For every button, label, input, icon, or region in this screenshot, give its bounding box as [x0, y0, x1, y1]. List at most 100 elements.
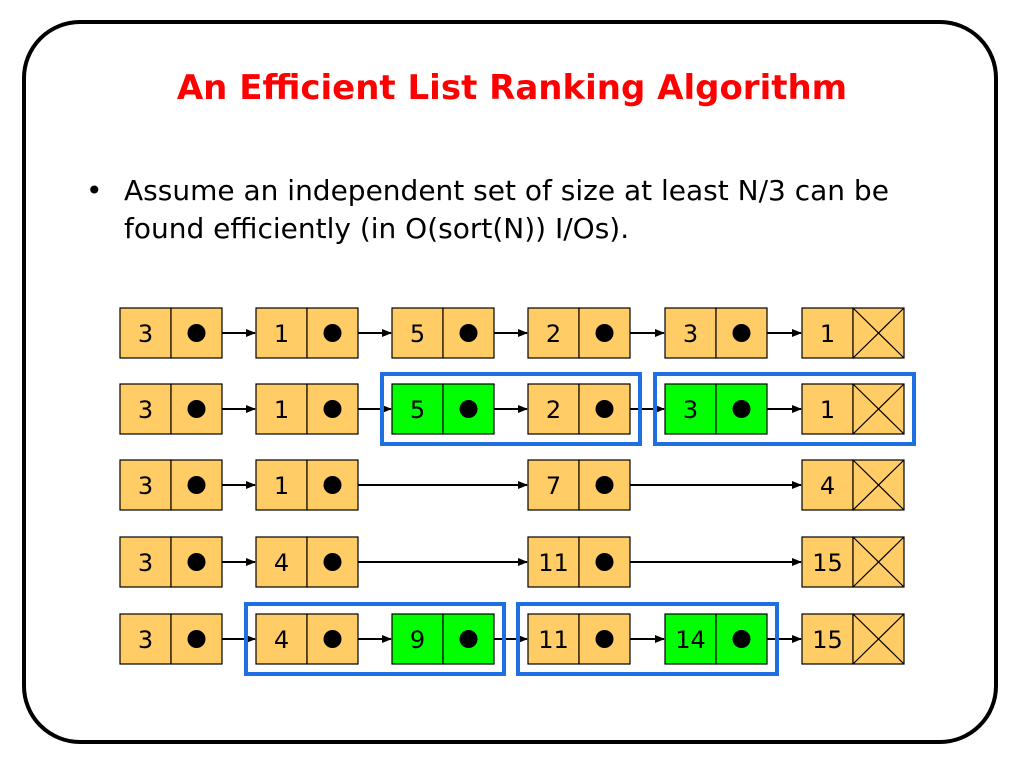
node-value-cell — [119, 536, 172, 588]
list-node: 3 — [664, 383, 768, 435]
node-value-label: 3 — [138, 626, 153, 654]
pointer-dot — [323, 476, 342, 494]
node-value-cell — [119, 307, 172, 359]
node-value-label: 1 — [274, 396, 289, 424]
list-row: 3 1 7 4 — [119, 459, 905, 511]
list-node: 9 — [391, 613, 495, 665]
pointer-dot — [187, 476, 206, 494]
list-node: 3 — [119, 383, 223, 435]
list-node: 1 — [255, 307, 359, 359]
list-node: 5 — [391, 307, 495, 359]
node-value-label: 3 — [683, 396, 698, 424]
node-value-label: 1 — [274, 472, 289, 500]
node-value-label: 7 — [546, 472, 561, 500]
null-pointer-cross — [852, 536, 905, 588]
node-value-cell — [664, 613, 717, 665]
node-value-label: 4 — [274, 626, 289, 654]
list-row: 3 1 5 2 3 1 — [119, 307, 905, 359]
node-value-cell — [801, 613, 854, 665]
list-node: 5 — [391, 383, 495, 435]
list-node: 3 — [664, 307, 768, 359]
bullet-text: Assume an independent set of size at lea… — [124, 174, 889, 245]
null-pointer-cross — [852, 459, 905, 511]
node-value-label: 3 — [683, 320, 698, 348]
node-value-cell — [119, 383, 172, 435]
independent-set-group — [516, 602, 779, 676]
node-value-cell — [801, 536, 854, 588]
node-value-label: 1 — [820, 396, 835, 424]
node-value-label: 3 — [138, 472, 153, 500]
node-value-label: 5 — [410, 396, 425, 424]
pointer-dot — [459, 400, 478, 418]
list-node: 11 — [527, 536, 631, 588]
node-value-label: 2 — [546, 320, 561, 348]
node-value-label: 15 — [812, 549, 843, 577]
pointer-dot — [595, 400, 614, 418]
node-value-label: 4 — [274, 549, 289, 577]
list-node: 4 — [255, 536, 359, 588]
pointer-dot — [323, 324, 342, 342]
pointer-dot — [323, 553, 342, 571]
pointer-dot — [595, 553, 614, 571]
list-node: 3 — [119, 307, 223, 359]
list-node: 1 — [255, 383, 359, 435]
pointer-dot — [732, 324, 751, 342]
list-node: 4 — [801, 459, 905, 511]
bullet-marker: • — [86, 174, 103, 207]
node-value-cell — [527, 459, 580, 511]
null-pointer-cross — [852, 307, 905, 359]
pointer-dot — [187, 630, 206, 648]
list-node: 3 — [119, 459, 223, 511]
pointer-dot — [595, 630, 614, 648]
node-value-cell — [255, 383, 308, 435]
pointer-dot — [459, 324, 478, 342]
list-node: 3 — [119, 613, 223, 665]
node-value-label: 4 — [820, 472, 835, 500]
pointer-dot — [732, 400, 751, 418]
node-value-label: 1 — [274, 320, 289, 348]
node-value-label: 15 — [812, 626, 843, 654]
node-value-label: 11 — [538, 626, 569, 654]
list-node: 1 — [801, 307, 905, 359]
independent-set-group — [244, 602, 506, 676]
node-value-cell — [255, 613, 308, 665]
node-value-cell — [391, 383, 444, 435]
pointer-dot — [323, 630, 342, 648]
list-node: 2 — [527, 383, 631, 435]
list-node: 2 — [527, 307, 631, 359]
list-node: 3 — [119, 536, 223, 588]
node-value-cell — [801, 307, 854, 359]
node-value-label: 3 — [138, 396, 153, 424]
pointer-dot — [459, 630, 478, 648]
list-node: 14 — [664, 613, 768, 665]
node-value-label: 3 — [138, 549, 153, 577]
node-value-label: 14 — [675, 626, 706, 654]
list-node: 4 — [255, 613, 359, 665]
list-node: 15 — [801, 613, 905, 665]
null-pointer-cross — [852, 383, 905, 435]
list-node: 1 — [801, 383, 905, 435]
independent-set-group — [653, 372, 916, 446]
node-value-cell — [664, 383, 717, 435]
pointer-dot — [595, 476, 614, 494]
list-row: 3 4 9 11 14 15 — [119, 602, 905, 676]
node-value-label: 2 — [546, 396, 561, 424]
node-value-cell — [255, 536, 308, 588]
pointer-dot — [187, 324, 206, 342]
node-value-label: 5 — [410, 320, 425, 348]
node-value-cell — [255, 459, 308, 511]
list-node: 11 — [527, 613, 631, 665]
pointer-dot — [732, 630, 751, 648]
list-node: 15 — [801, 536, 905, 588]
pointer-dot — [187, 400, 206, 418]
node-value-cell — [527, 536, 580, 588]
list-row: 3 1 5 2 3 1 — [119, 372, 916, 446]
node-value-label: 3 — [138, 320, 153, 348]
independent-set-group — [380, 372, 642, 446]
list-row: 3 4 11 15 — [119, 536, 905, 588]
pointer-dot — [595, 324, 614, 342]
node-value-cell — [527, 613, 580, 665]
pointer-dot — [187, 553, 206, 571]
list-node: 1 — [255, 459, 359, 511]
list-node: 7 — [527, 459, 631, 511]
